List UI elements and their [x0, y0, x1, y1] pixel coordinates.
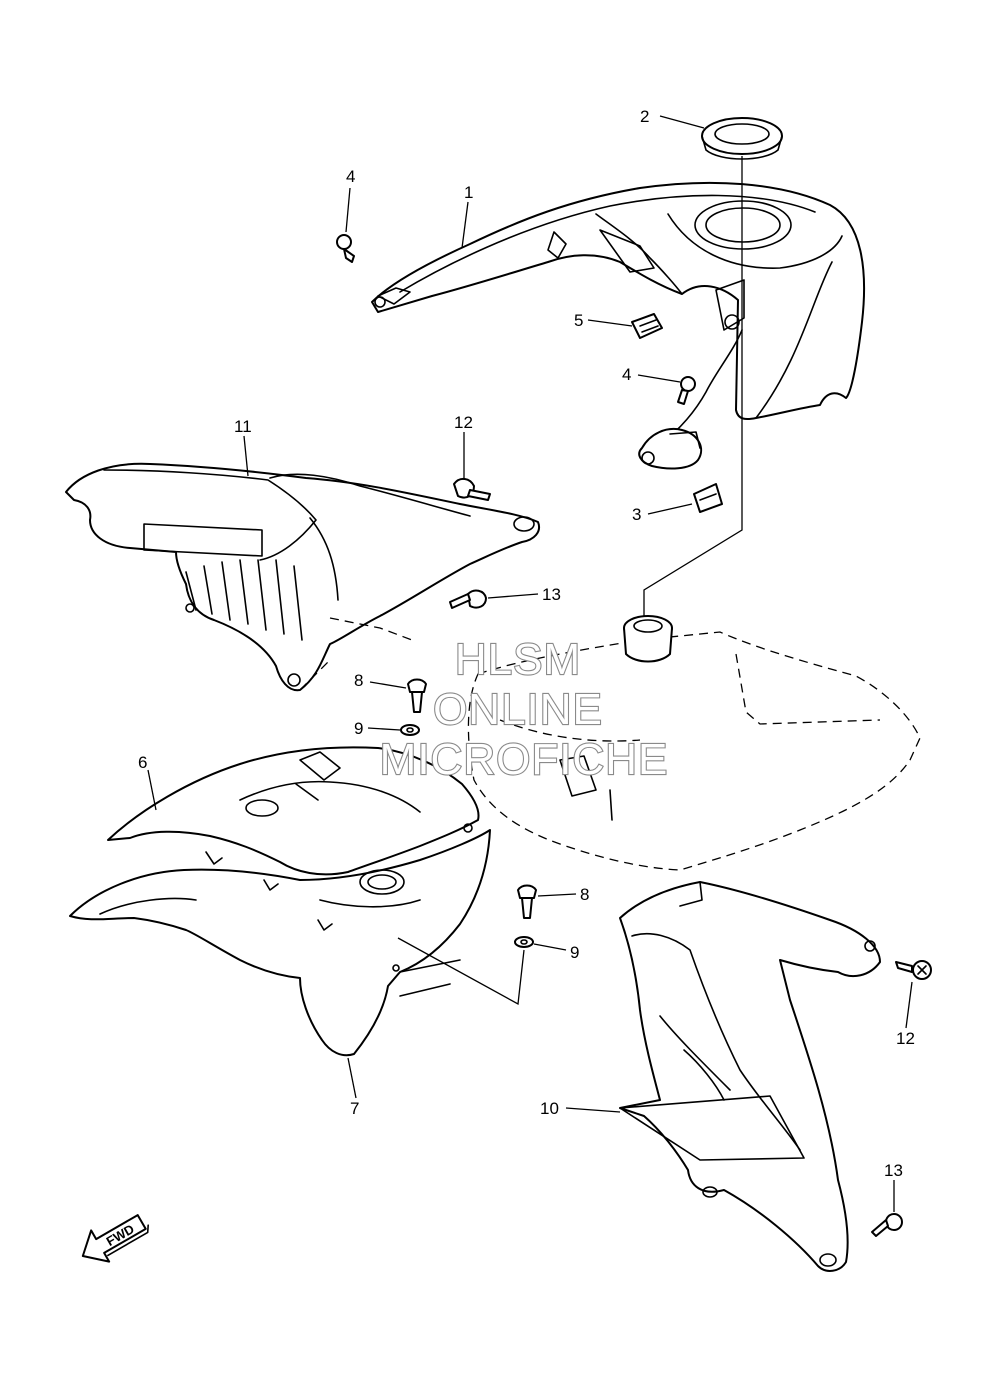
callout-4-upper: 4: [346, 167, 355, 186]
part-9-washer-lower[interactable]: [514, 936, 534, 948]
part-3-clip[interactable]: [693, 483, 723, 513]
part-7-lower-cover[interactable]: [69, 829, 491, 1057]
tank-grommet[interactable]: [623, 615, 673, 663]
callout-11: 11: [234, 417, 252, 436]
watermark-line-3: MICROFICHE: [380, 735, 669, 784]
callout-10: 10: [540, 1099, 559, 1118]
leader-lines: [147, 115, 913, 1212]
fuel-tank-outline: [467, 631, 921, 871]
watermark: HLSM ONLINE MICROFICHE: [379, 634, 669, 785]
callout-8-lower: 8: [580, 885, 589, 904]
callout-13-lower: 13: [884, 1161, 903, 1180]
watermark-line-1: HLSM: [455, 635, 581, 684]
part-5-clip-nut[interactable]: [631, 313, 663, 339]
part-8-bolt-lower[interactable]: [517, 884, 537, 919]
callout-7: 7: [350, 1099, 359, 1118]
callout-6: 6: [138, 753, 147, 772]
part-2-grommet[interactable]: [701, 117, 783, 160]
part-12-bolt-lower[interactable]: [895, 960, 932, 980]
watermark-line-2: ONLINE: [433, 685, 603, 734]
part-9-washer-upper[interactable]: [400, 724, 420, 736]
callout-12-lower: 12: [896, 1029, 915, 1048]
callout-13-upper: 13: [542, 585, 561, 604]
assembly-lines: [299, 156, 743, 1006]
callout-5: 5: [574, 311, 583, 330]
callout-8-upper: 8: [354, 671, 363, 690]
callout-9-lower: 9: [570, 943, 579, 962]
callout-3: 3: [632, 505, 641, 524]
callout-1: 1: [464, 183, 473, 202]
part-4-screw-lower[interactable]: [677, 376, 696, 405]
forward-arrow-icon: FWD: [81, 1214, 149, 1263]
callout-4-lower: 4: [622, 365, 631, 384]
part-4-screw-upper[interactable]: [336, 234, 355, 263]
part-10-side-cover[interactable]: [619, 881, 881, 1272]
part-1-tank-cover[interactable]: [371, 181, 866, 470]
callout-2: 2: [640, 107, 649, 126]
part-13-bolt-lower[interactable]: [871, 1213, 903, 1237]
part-13-bolt-upper[interactable]: [449, 589, 487, 609]
part-6-inner-cover[interactable]: [107, 746, 480, 876]
part-11-side-cover[interactable]: [65, 462, 540, 692]
part-12-bolt-upper[interactable]: [453, 478, 491, 501]
callout-9-upper: 9: [354, 719, 363, 738]
callout-labels: 1 2 3 4 4 5 6 7 8 9 8 9 10 11 12 12 13 1…: [138, 107, 915, 1180]
part-8-bolt-upper[interactable]: [407, 678, 427, 713]
callout-12-upper: 12: [454, 413, 473, 432]
